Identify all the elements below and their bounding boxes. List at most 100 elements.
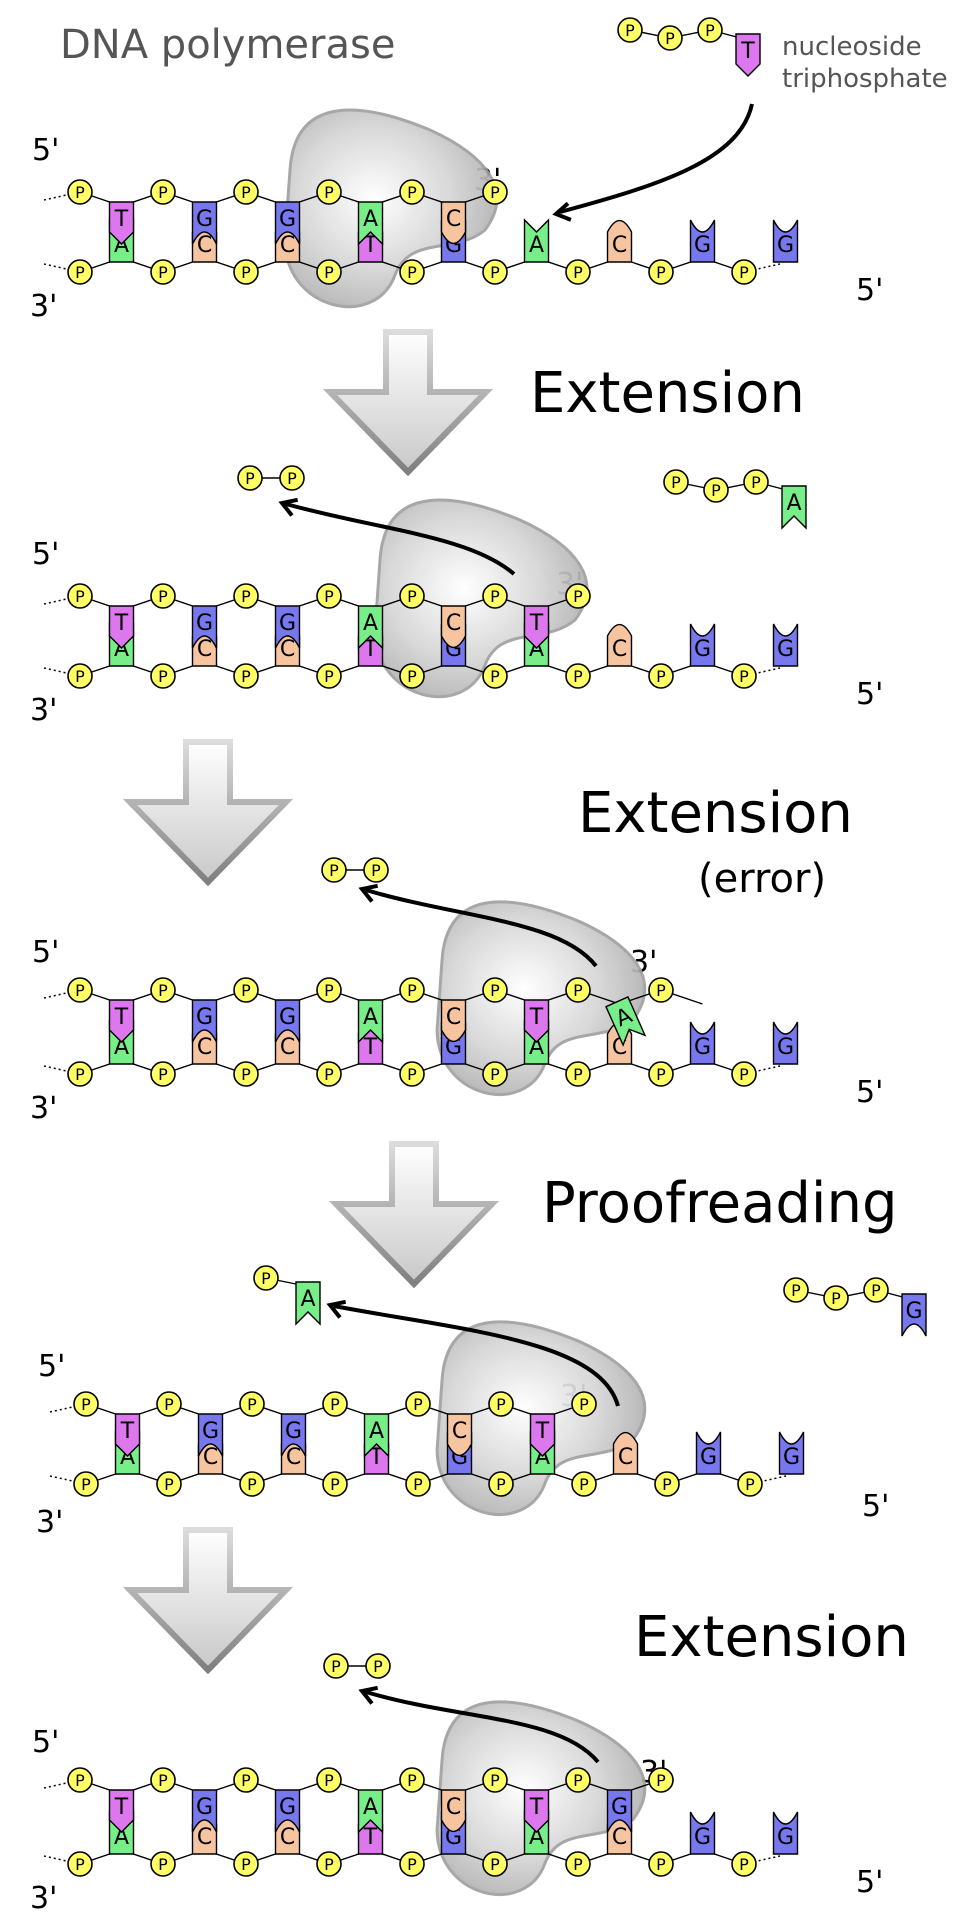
phosphate-icon [482, 583, 508, 609]
phosphate-icon [233, 1061, 259, 1087]
phosphate-label: P [671, 473, 681, 492]
base-shape [612, 1431, 639, 1475]
phosphate-icon [150, 259, 176, 285]
phosphate-label: P [573, 981, 583, 1000]
release-arrow [333, 1304, 620, 1407]
phosphate-icon [399, 179, 425, 205]
step-label-extension-2: Extension [578, 781, 853, 846]
phosphate-icon [565, 583, 591, 609]
phosphate-icon [316, 1851, 342, 1877]
phosphate-label: P [490, 587, 500, 606]
phosphate-label: P [329, 861, 339, 880]
three-prime-label: 3' [30, 289, 57, 324]
phosphate-label: P [407, 1855, 417, 1874]
phosphate-label: P [158, 981, 168, 1000]
base-letter: G [694, 1825, 711, 1850]
phosphate-label: P [496, 1475, 506, 1494]
base-letter: C [280, 233, 295, 258]
base-letter: C [612, 637, 627, 662]
phosphate-label: P [75, 263, 85, 282]
phosphate-label: P [791, 1281, 801, 1300]
phosphate-label: P [579, 1395, 589, 1414]
base-letter: A [300, 1287, 315, 1312]
base-t: T [108, 605, 135, 649]
base-c: C [606, 623, 633, 667]
phosphate-icon [405, 1391, 431, 1417]
base-letter: A [786, 491, 801, 516]
phosphate-label: P [75, 1065, 85, 1084]
base-shape [280, 1413, 307, 1457]
base-letter: G [445, 1035, 462, 1060]
phosphate-label: P [247, 1475, 257, 1494]
base-c: C [440, 201, 467, 245]
base-a: A [357, 201, 384, 246]
phosphate-icon [67, 1851, 93, 1877]
phosphate-label: P [324, 263, 334, 282]
base-shape [695, 1431, 722, 1475]
base-letter: T [114, 1795, 129, 1820]
base-a: A [357, 605, 384, 650]
base-letter: A [529, 233, 544, 258]
base-letter: C [203, 1445, 218, 1470]
phosphate-icon [316, 1767, 342, 1793]
five-prime-label: 5' [856, 1865, 883, 1900]
phosphate-icon [482, 259, 508, 285]
phosphate-label: P [287, 469, 297, 488]
base-g: G [191, 605, 218, 649]
base-shape [274, 201, 301, 245]
five-prime-label: 5' [32, 935, 59, 970]
phosphate-label: P [662, 1475, 672, 1494]
base-shape [295, 1281, 321, 1326]
phosphate-icon [239, 1391, 265, 1417]
phosphate-icon [399, 583, 425, 609]
phosphate-icon [648, 1767, 674, 1793]
base-shape [735, 33, 761, 77]
phosphate-icon [316, 663, 342, 689]
base-shape [114, 1413, 141, 1457]
base-g: G [274, 999, 301, 1043]
phosphate-label: P [247, 1395, 257, 1414]
base-shape [606, 1789, 633, 1833]
phosphate-label: P [573, 587, 583, 606]
base-shape [781, 485, 807, 530]
phosphate-label: P [739, 667, 749, 686]
base-letter: C [452, 1419, 467, 1444]
base-letter: G [196, 611, 213, 636]
base-shape [191, 201, 218, 245]
three-prime-label: 3' [30, 693, 57, 728]
base-g: G [191, 1789, 218, 1833]
phosphate-icon [322, 1471, 348, 1497]
five-prime-label: 5' [32, 1725, 59, 1760]
base-shape [274, 605, 301, 649]
five-prime-label: 5' [856, 677, 883, 712]
base-letter: C [280, 1035, 295, 1060]
phosphate-icon [67, 977, 93, 1003]
phosphate-icon [648, 663, 674, 689]
phosphate-label: P [831, 1289, 841, 1308]
phosphate-icon [365, 1653, 391, 1679]
phosphate-icon [233, 663, 259, 689]
base-shape [440, 999, 467, 1043]
base-g: G [274, 201, 301, 245]
page-title: DNA polymerase [60, 22, 395, 68]
phosphate-label: P [158, 183, 168, 202]
polymerase-enzyme [373, 498, 589, 699]
base-letter: G [445, 1825, 462, 1850]
release-arrow [365, 1690, 600, 1764]
phosphate-label: P [413, 1395, 423, 1414]
phosphate-label: P [490, 263, 500, 282]
phosphate-icon [279, 465, 305, 491]
phosphate-label: P [573, 1065, 583, 1084]
five-prime-label: 5' [856, 273, 883, 308]
phosphate-icon [399, 977, 425, 1003]
phosphate-icon [648, 1851, 674, 1877]
base-letter: C [197, 1825, 212, 1850]
base-a: A [523, 218, 550, 263]
phosphate-label: P [705, 21, 715, 40]
phosphate-icon [150, 1851, 176, 1877]
